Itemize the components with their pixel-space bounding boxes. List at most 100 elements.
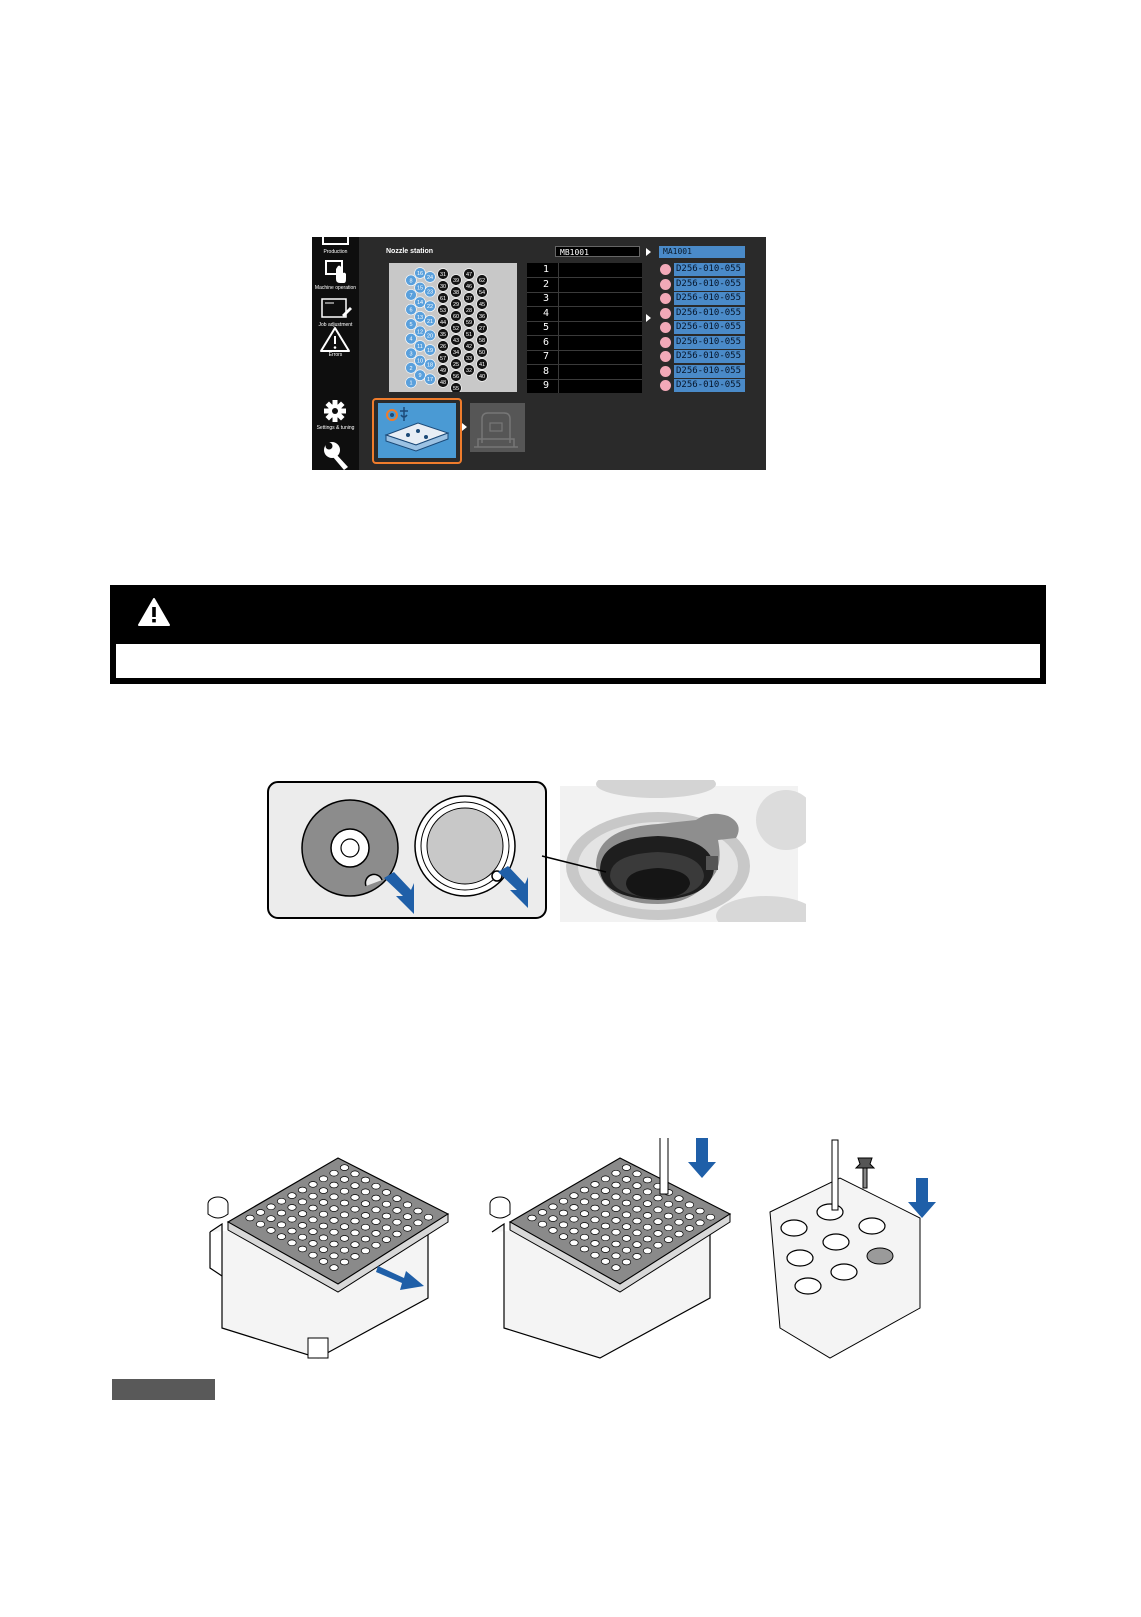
nozzle-hole <box>318 1210 329 1218</box>
nozzle-hole[interactable]: 15 <box>414 281 426 294</box>
nozzle-hole[interactable]: 23 <box>424 285 436 298</box>
nozzle-hole[interactable]: 30 <box>437 280 449 292</box>
nozzle-hole[interactable]: 14 <box>414 296 426 308</box>
list-item[interactable]: D256-010-055 <box>659 335 745 349</box>
nozzle-hole <box>548 1227 558 1234</box>
nozzle-hole[interactable]: 49 <box>437 364 449 376</box>
list-item[interactable]: D256-010-055 <box>659 277 745 291</box>
table-row[interactable]: 8 <box>527 364 642 380</box>
table-row[interactable]: 5 <box>527 321 642 336</box>
nozzle-hole[interactable]: 58 <box>476 334 488 346</box>
sidebar-item-production[interactable]: Production <box>312 237 359 257</box>
nozzle-hole[interactable]: 10 <box>414 354 426 367</box>
nozzle-hole[interactable]: 29 <box>450 298 462 310</box>
nozzle-hole[interactable]: 36 <box>476 310 488 322</box>
nozzle-hole[interactable]: 39 <box>450 274 462 286</box>
nozzle-hole[interactable]: 9 <box>414 369 426 381</box>
nozzle-hole[interactable]: 45 <box>476 298 488 310</box>
table-row[interactable]: 7 <box>527 350 642 365</box>
nozzle-hole[interactable]: 13 <box>414 311 426 323</box>
nozzle-hole[interactable]: 1 <box>405 376 417 389</box>
nozzle-hole[interactable]: 47 <box>463 268 475 280</box>
nozzle-hole[interactable]: 21 <box>424 315 436 327</box>
table-row[interactable]: 1 <box>527 263 642 278</box>
list-item[interactable]: D256-010-055 <box>659 321 745 334</box>
list-item[interactable]: D256-010-055 <box>659 379 745 392</box>
head-tile[interactable] <box>470 403 525 452</box>
nozzle-hole[interactable]: 37 <box>463 292 475 304</box>
table-row[interactable]: 9 <box>527 379 642 393</box>
nozzle-hole[interactable]: 3 <box>405 347 417 360</box>
nozzle-hole[interactable]: 22 <box>424 300 436 312</box>
nozzle-hole <box>590 1192 600 1200</box>
nozzle-hole[interactable]: 7 <box>405 289 417 301</box>
nozzle-hole[interactable]: 51 <box>463 328 475 340</box>
nozzle-hole[interactable]: 55 <box>450 382 462 392</box>
nozzle-hole[interactable]: 33 <box>463 352 475 364</box>
nozzle-hole[interactable]: 12 <box>414 325 426 338</box>
nozzle-hole[interactable]: 19 <box>424 344 436 356</box>
nozzle-hole[interactable]: 50 <box>476 346 488 358</box>
nozzle-hole[interactable]: 52 <box>450 322 462 334</box>
nozzle-hole[interactable]: 57 <box>437 352 449 364</box>
list-item[interactable]: D256-010-055 <box>659 306 745 320</box>
nozzle-hole[interactable]: 56 <box>450 370 462 382</box>
nozzle-station-tile-selection[interactable] <box>372 398 462 464</box>
nozzle-hole[interactable]: 48 <box>437 376 449 388</box>
nozzle-hole[interactable]: 43 <box>450 334 462 346</box>
table-row[interactable]: 2 <box>527 277 642 293</box>
nozzle-hole[interactable]: 61 <box>437 292 449 304</box>
nozzle-hole[interactable]: 41 <box>476 358 488 370</box>
nozzle-hole[interactable]: 32 <box>463 364 475 376</box>
nozzle-hole[interactable]: 18 <box>424 358 436 371</box>
sidebar-item-errors[interactable]: Errors <box>312 325 359 361</box>
nozzle-status-dot <box>660 336 671 348</box>
nozzle-hole[interactable]: 5 <box>405 318 417 330</box>
nozzle-hole[interactable]: 11 <box>414 340 426 352</box>
nozzle-hole[interactable]: 2 <box>405 362 417 374</box>
nozzle-hole[interactable]: 8 <box>405 274 417 286</box>
table-row[interactable]: 4 <box>527 306 642 322</box>
nozzle-hole[interactable]: 44 <box>437 316 449 328</box>
nozzle-hole[interactable]: 38 <box>450 286 462 298</box>
nozzle-hole[interactable]: 53 <box>437 304 449 316</box>
nozzle-hole[interactable]: 42 <box>463 340 475 352</box>
nozzle-hole[interactable]: 16 <box>414 267 426 279</box>
list-item[interactable]: D256-010-055 <box>659 292 745 305</box>
table-row[interactable]: 6 <box>527 335 642 351</box>
nozzle-hole[interactable]: 59 <box>463 316 475 328</box>
nozzle-station-tile[interactable] <box>378 403 456 458</box>
nozzle-hole[interactable]: 31 <box>437 268 449 280</box>
nozzle-hole <box>579 1210 590 1217</box>
nozzle-hole[interactable]: 60 <box>450 310 462 322</box>
nozzle-hole <box>350 1205 360 1213</box>
nozzle-hole[interactable]: 24 <box>424 271 436 283</box>
sidebar-item-settings-tuning[interactable]: Settings & tuning <box>312 399 359 435</box>
sidebar-item-job-adjustment[interactable]: Job adjustment <box>312 297 359 331</box>
station-id-field[interactable]: MB1001 <box>555 246 640 257</box>
sidebar-item-machine-operation[interactable]: Machine operation <box>312 259 359 295</box>
nozzle-hole <box>611 1169 621 1177</box>
list-item[interactable]: D256-010-055 <box>659 350 745 363</box>
nozzle-hole[interactable]: 35 <box>437 328 449 340</box>
nozzle-hole[interactable]: 27 <box>476 322 488 334</box>
nozzle-hole[interactable]: 6 <box>405 303 417 316</box>
nozzle-hole[interactable]: 54 <box>476 286 488 298</box>
list-item[interactable]: D256-010-055 <box>659 263 745 276</box>
table-row[interactable]: 3 <box>527 292 642 307</box>
nozzle-hole[interactable]: 40 <box>476 370 488 382</box>
nozzle-hole[interactable]: 46 <box>463 280 475 292</box>
nozzle-hole[interactable]: 28 <box>463 304 475 316</box>
nozzle-hole[interactable]: 25 <box>450 358 462 370</box>
head-id-field[interactable]: MA1001 <box>659 246 745 258</box>
nozzle-hole-label: 13 <box>417 315 423 321</box>
nozzle-hole[interactable]: 17 <box>424 373 436 385</box>
nozzle-hole[interactable]: 20 <box>424 329 436 342</box>
nozzle-hole[interactable]: 62 <box>476 274 488 286</box>
nozzle-hole[interactable]: 4 <box>405 332 417 345</box>
nozzle-hole[interactable]: 26 <box>437 340 449 352</box>
nozzle-hole[interactable]: 34 <box>450 346 462 358</box>
list-item[interactable]: D256-010-055 <box>659 364 745 378</box>
sidebar-item-maintenance[interactable] <box>312 437 359 470</box>
